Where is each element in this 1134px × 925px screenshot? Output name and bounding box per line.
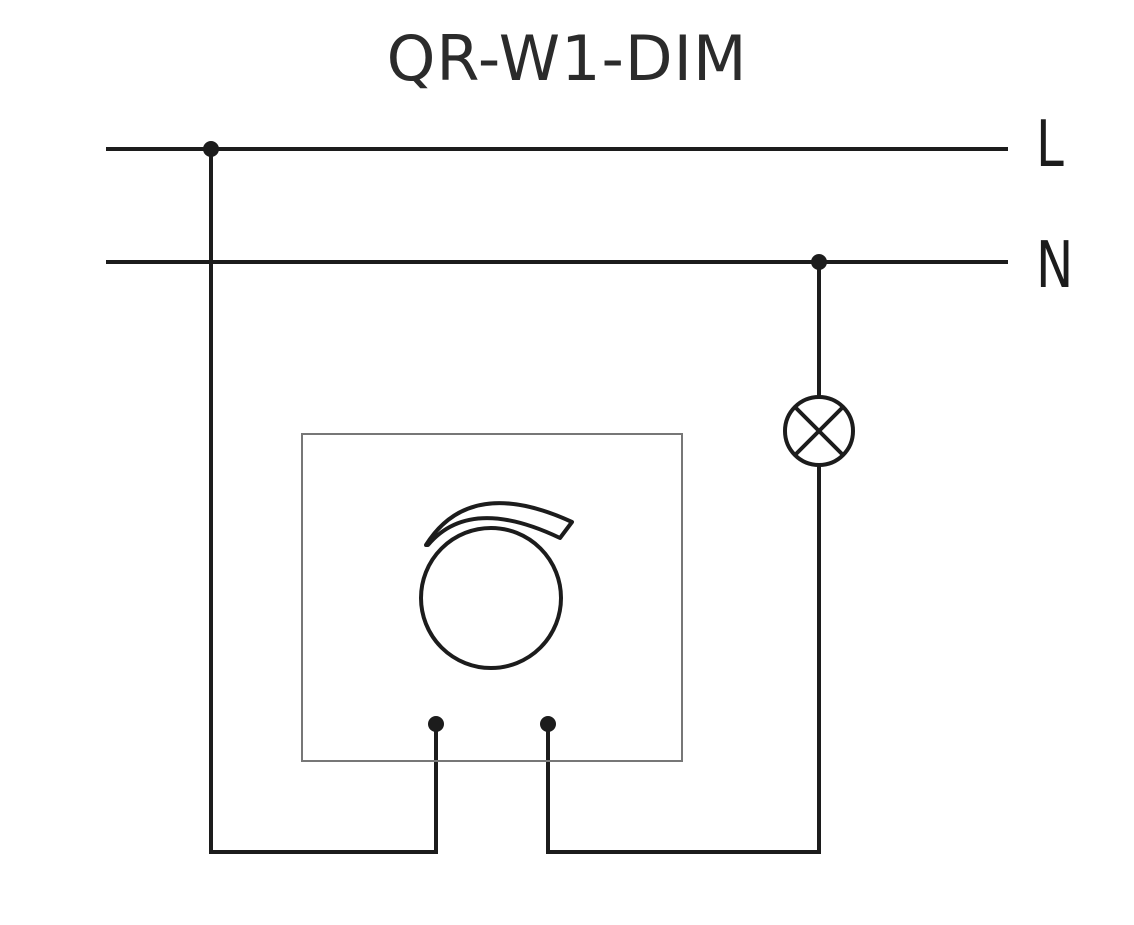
lamp-symbol [783,395,855,467]
live-junction-dot [203,141,219,157]
live-feed-wire [209,149,438,854]
live-rail-label: L [1036,108,1064,182]
dimmer-terminal-left [428,716,444,732]
neutral-rail-label: N [1036,229,1074,303]
switched-wire [546,466,821,854]
dimmer-box [301,433,683,762]
neutral-junction-dot [811,254,827,270]
dimmer-knob-icon [419,501,574,670]
diagram-title: QR-W1-DIM [386,22,748,95]
dimmer-terminal-right [540,716,556,732]
